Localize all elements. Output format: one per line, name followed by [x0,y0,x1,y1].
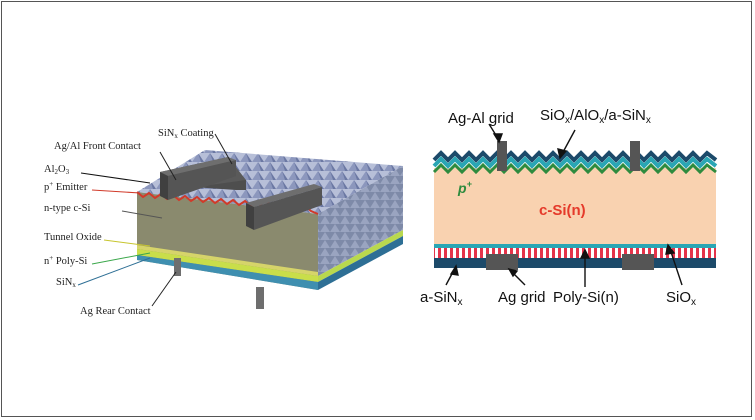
passivation-teal-layer [432,156,718,169]
csi-bulk [434,168,716,244]
label-rear-contact: Ag Rear Contact [80,306,151,317]
poly-si-layer [434,248,716,258]
label-sinx: SiNx [56,277,76,289]
label-poly-si: n+ Poly-Si [44,254,87,267]
front-poly-si [137,249,318,282]
right-cross-section [432,141,718,270]
right-arrows [445,123,683,287]
siox-layer [434,244,716,248]
right-face-sinx [318,236,403,290]
right-face-layers [318,230,403,282]
front-tunnel-oxide [137,245,318,276]
label-poly-si-n: Poly-Si(n) [553,289,619,306]
label-siox-alox-asinx: SiOx/AlOx/a-SiNx [540,107,651,126]
front-sinx [137,255,318,290]
ag-grid-2 [622,254,654,270]
p-plus-layer [432,162,717,175]
front-contact-bars [160,157,322,230]
left-leader-lines [77,133,233,307]
a-sinx-layer [434,258,716,268]
passivation-navy-layer [432,150,718,163]
label-csi-n: c-Si(n) [539,202,586,219]
ag-grid-1 [486,254,518,270]
label-al2o3: Al2O3 [44,164,70,176]
left-labels: SiNx Coating Ag/Al Front Contact Al2O3 p… [44,128,214,317]
label-a-sinx: a-SiNx [420,289,463,308]
ag-al-finger-2 [630,141,640,171]
label-ag-al-grid: Ag-Al grid [448,110,514,127]
label-front-contact: Ag/Al Front Contact [54,141,141,152]
label-tunnel-oxide: Tunnel Oxide [44,232,102,243]
label-ntype-csi: n-type c-Si [44,203,90,214]
label-p-emitter: p+ Emitter [44,180,88,193]
ag-al-finger-1 [497,141,507,171]
rear-contact-2 [256,287,264,309]
left-3d-cell [136,150,403,309]
rear-contact-1 [174,258,181,276]
label-ag-grid: Ag grid [498,289,546,306]
right-face-bulk [318,166,403,276]
label-siox: SiOx [666,289,696,308]
label-sinx-coating: SiNx Coating [158,128,214,140]
